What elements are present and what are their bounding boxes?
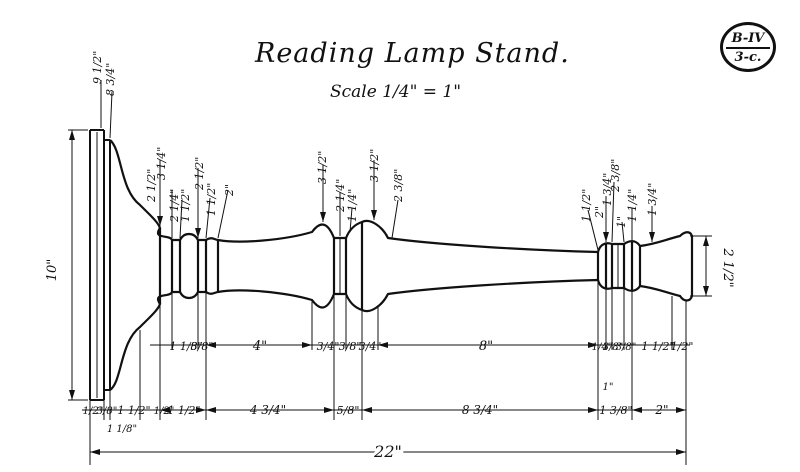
row2-label: 4 3/4" (249, 403, 286, 417)
sheet-ref-divider (726, 47, 770, 49)
row1-label: 3/8" (603, 342, 624, 353)
sheet-reference-badge: B-IV 3-c. (720, 22, 776, 72)
row2-label: 1/2" (83, 406, 104, 417)
top-dia-label: 2 1/4" (168, 189, 181, 223)
right-end-dia-label: 2 1/2" (720, 247, 735, 287)
row2-label: 5/8" (337, 404, 360, 417)
top-dia-label: 3 1/4" (155, 147, 168, 180)
top-dia-label: 8 3/4" (104, 63, 117, 96)
top-dia-label: 3 1/2" (316, 151, 329, 184)
row2-label: 8 3/4" (462, 403, 498, 417)
row1-label: 3/8" (339, 340, 362, 353)
top-dia-label: 1" (615, 216, 628, 228)
overall-length-label: 22" (373, 442, 402, 461)
top-dia-label: 9 1/2" (91, 51, 104, 84)
drawing-title: Reading Lamp Stand. (255, 38, 570, 69)
top-dia-label: 1 1/4" (626, 189, 639, 222)
sheet-ref-top: B-IV (731, 31, 765, 46)
top-dia-label: 2 1/2" (145, 169, 158, 203)
row2-label: 1 3/8" (599, 404, 632, 417)
top-dia-label: 2 1/4" (334, 179, 347, 213)
row1-label: 3/4" (317, 340, 340, 353)
top-dia-label: 1 3/4" (601, 173, 614, 206)
row1-label: 8" (479, 339, 493, 354)
top-dia-label: 2 3/8" (392, 169, 405, 203)
top-dia-label: 1 1/2" (179, 189, 192, 222)
row1-label: 1 1/8" (169, 340, 202, 353)
row1-label: 3/8" (616, 342, 637, 353)
top-dia-label: 1 1/2" (205, 183, 218, 216)
small-label: 1" (603, 382, 614, 393)
drawing-scale: Scale 1/4" = 1" (330, 82, 462, 102)
arrowheads (69, 130, 709, 455)
row1-label: 3/8" (191, 340, 214, 353)
top-dia-label: 1 1/4" (346, 189, 359, 222)
top-dia-label: 1 1/2" (580, 189, 593, 222)
small-label: 1 1/8" (107, 424, 137, 435)
row1-label: 1 1/2" (641, 340, 674, 353)
column-profile (109, 139, 694, 391)
top-dia-label: 2" (593, 206, 606, 219)
dimension-labels: 10" 2 1/2" 22" 9 1/2" 8 3/4" 2 1/2" 3 1/… (45, 51, 735, 464)
top-dia-label: 2 1/2" (193, 157, 206, 191)
top-dia-label: 2 3/8" (609, 159, 622, 193)
row1-label: 3/4" (359, 340, 382, 353)
dimension-lines (68, 80, 712, 465)
top-dia-label: 1 3/4" (646, 183, 659, 216)
row1-label: 4" (252, 339, 267, 354)
row1-label: 1/2" (671, 340, 694, 353)
row2-label: 2" (654, 403, 668, 417)
row1-label: 1/4" (592, 342, 613, 353)
sheet-ref-bottom: 3-c. (734, 50, 762, 65)
row2-label: 1 1/2" (167, 404, 200, 417)
row2-label: 1 1/2" (117, 404, 150, 417)
small-label: 1/2" (154, 406, 175, 417)
base-plate (89, 129, 111, 401)
top-dia-label: 2" (223, 184, 236, 197)
top-dia-label: 3 1/2" (368, 149, 381, 182)
height-label: 10" (45, 259, 60, 282)
row2-label: 3/8" (97, 406, 118, 417)
